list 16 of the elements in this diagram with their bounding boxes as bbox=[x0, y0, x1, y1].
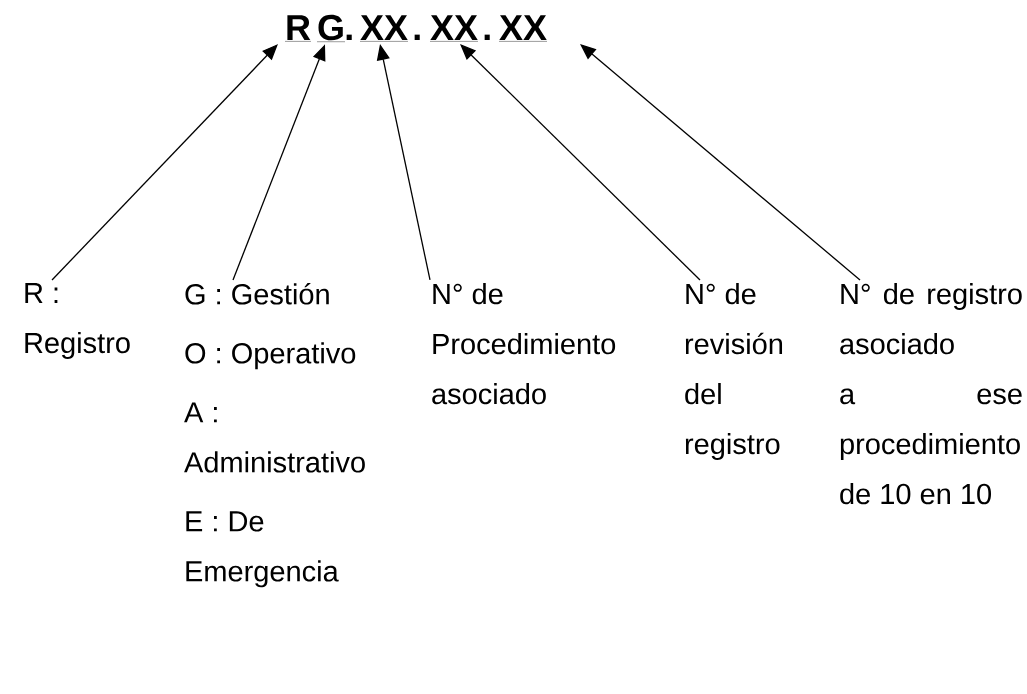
separator-dot: . bbox=[484, 34, 490, 40]
arrow bbox=[460, 44, 701, 281]
arrow bbox=[580, 44, 861, 281]
code-part: R bbox=[284, 15, 312, 42]
separator-dot: . bbox=[346, 34, 352, 40]
code-part: XX bbox=[429, 15, 479, 42]
description-text: N° de Procedimiento asociado bbox=[432, 282, 616, 405]
description-text: N° de registro asociado a ese procedimiento de 10 en 10 bbox=[840, 282, 1022, 505]
description-text: G : Gestión O : Operativo A : Administrativo E : De Emergencia bbox=[184, 282, 365, 588]
code-part: G bbox=[316, 14, 346, 42]
description-text: R : Registro bbox=[25, 282, 130, 359]
code-part: XX bbox=[359, 15, 409, 42]
separator-dot: . bbox=[414, 34, 420, 40]
description-text: N° de revisión del registro bbox=[685, 282, 782, 460]
arrow bbox=[51, 44, 278, 281]
code-part: XX bbox=[498, 15, 548, 42]
